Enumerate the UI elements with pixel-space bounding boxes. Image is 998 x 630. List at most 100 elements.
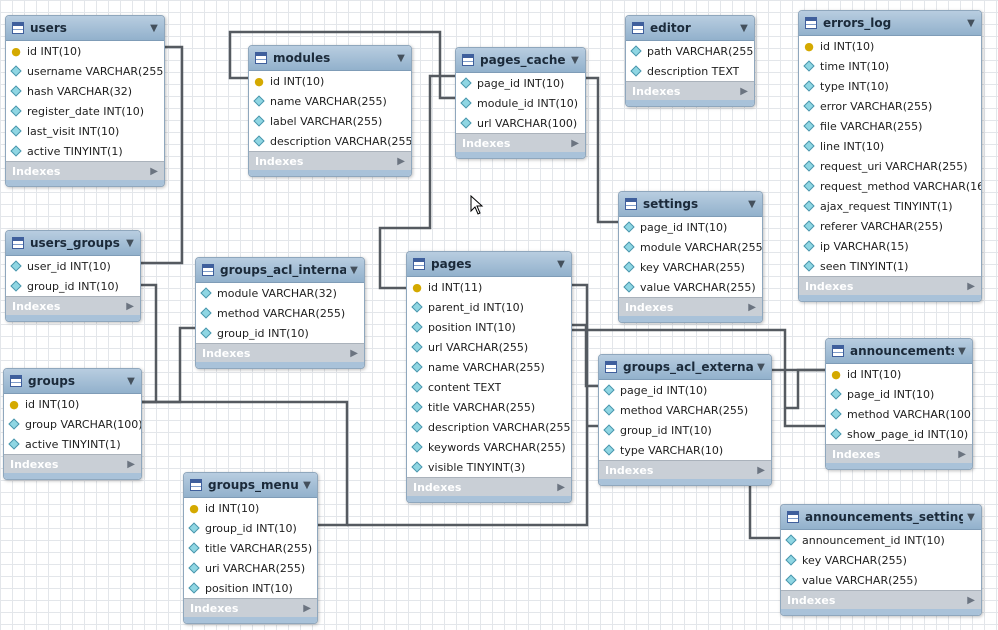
column-row[interactable]: key VARCHAR(255) — [781, 550, 981, 570]
column-row[interactable]: line INT(10) — [799, 136, 981, 156]
indexes-section[interactable]: Indexes▶ — [6, 161, 164, 180]
column-row[interactable]: key VARCHAR(255) — [619, 257, 762, 277]
column-row[interactable]: path VARCHAR(255) — [626, 41, 754, 61]
expand-arrow-icon[interactable]: ▶ — [967, 594, 975, 606]
column-row[interactable]: ●id INT(10) — [249, 71, 411, 91]
expand-arrow-icon[interactable]: ▶ — [958, 448, 966, 460]
collapse-toggle-icon[interactable]: ▼ — [557, 258, 565, 270]
column-row[interactable]: page_id INT(10) — [826, 384, 972, 404]
collapse-toggle-icon[interactable]: ▼ — [967, 511, 975, 523]
column-row[interactable]: page_id INT(10) — [599, 380, 771, 400]
column-row[interactable]: request_method VARCHAR(16) — [799, 176, 981, 196]
table-errors-log[interactable]: errors_log▼●id INT(10)time INT(10)type I… — [798, 10, 982, 302]
column-row[interactable]: description VARCHAR(255) — [407, 417, 571, 437]
column-row[interactable]: visible TINYINT(3) — [407, 457, 571, 477]
column-row[interactable]: group_id INT(10) — [599, 420, 771, 440]
column-row[interactable]: method VARCHAR(255) — [599, 400, 771, 420]
indexes-section[interactable]: Indexes▶ — [826, 444, 972, 463]
table-users-groups[interactable]: users_groups▼user_id INT(10)group_id INT… — [5, 230, 141, 322]
table-header[interactable]: modules▼ — [249, 46, 411, 71]
column-row[interactable]: parent_id INT(10) — [407, 297, 571, 317]
table-header[interactable]: editor▼ — [626, 16, 754, 41]
collapse-toggle-icon[interactable]: ▼ — [958, 345, 966, 357]
column-row[interactable]: active TINYINT(1) — [6, 141, 164, 161]
table-header[interactable]: settings▼ — [619, 192, 762, 217]
column-row[interactable]: module VARCHAR(32) — [196, 283, 364, 303]
table-header[interactable]: groups_menu▼ — [184, 473, 317, 498]
indexes-section[interactable]: Indexes▶ — [196, 343, 364, 362]
indexes-section[interactable]: Indexes▶ — [456, 133, 585, 152]
column-row[interactable]: keywords VARCHAR(255) — [407, 437, 571, 457]
table-header[interactable]: announcements_settings▼ — [781, 505, 981, 530]
table-users[interactable]: users▼●id INT(10)username VARCHAR(255)ha… — [5, 15, 165, 187]
column-row[interactable]: referer VARCHAR(255) — [799, 216, 981, 236]
collapse-toggle-icon[interactable]: ▼ — [967, 17, 975, 29]
column-row[interactable]: uri VARCHAR(255) — [184, 558, 317, 578]
collapse-toggle-icon[interactable]: ▼ — [127, 375, 135, 387]
column-row[interactable]: seen TINYINT(1) — [799, 256, 981, 276]
table-settings[interactable]: settings▼page_id INT(10)module VARCHAR(2… — [618, 191, 763, 323]
collapse-toggle-icon[interactable]: ▼ — [350, 264, 358, 276]
column-row[interactable]: ●id INT(10) — [6, 41, 164, 61]
column-row[interactable]: method VARCHAR(100) — [826, 404, 972, 424]
expand-arrow-icon[interactable]: ▶ — [740, 85, 748, 97]
column-row[interactable]: user_id INT(10) — [6, 256, 140, 276]
column-row[interactable]: group_id INT(10) — [196, 323, 364, 343]
table-header[interactable]: groups_acl_internal▼ — [196, 258, 364, 283]
column-row[interactable]: method VARCHAR(255) — [196, 303, 364, 323]
expand-arrow-icon[interactable]: ▶ — [757, 464, 765, 476]
column-row[interactable]: content TEXT — [407, 377, 571, 397]
table-header[interactable]: errors_log▼ — [799, 11, 981, 36]
table-groups-menu[interactable]: groups_menu▼●id INT(10)group_id INT(10)t… — [183, 472, 318, 624]
table-header[interactable]: groups_acl_external▼ — [599, 355, 771, 380]
expand-arrow-icon[interactable]: ▶ — [397, 155, 405, 167]
indexes-section[interactable]: Indexes▶ — [4, 454, 141, 473]
column-row[interactable]: description VARCHAR(255) — [249, 131, 411, 151]
indexes-section[interactable]: Indexes▶ — [626, 81, 754, 100]
column-row[interactable]: file VARCHAR(255) — [799, 116, 981, 136]
column-row[interactable]: description TEXT — [626, 61, 754, 81]
table-header[interactable]: users_groups▼ — [6, 231, 140, 256]
indexes-section[interactable]: Indexes▶ — [407, 477, 571, 496]
table-groups-acl-internal[interactable]: groups_acl_internal▼module VARCHAR(32)me… — [195, 257, 365, 369]
collapse-toggle-icon[interactable]: ▼ — [571, 54, 579, 66]
column-row[interactable]: time INT(10) — [799, 56, 981, 76]
collapse-toggle-icon[interactable]: ▼ — [757, 361, 765, 373]
column-row[interactable]: value VARCHAR(255) — [781, 570, 981, 590]
column-row[interactable]: value VARCHAR(255) — [619, 277, 762, 297]
collapse-toggle-icon[interactable]: ▼ — [397, 52, 405, 64]
column-row[interactable]: active TINYINT(1) — [4, 434, 141, 454]
column-row[interactable]: position INT(10) — [407, 317, 571, 337]
indexes-section[interactable]: Indexes▶ — [249, 151, 411, 170]
collapse-toggle-icon[interactable]: ▼ — [150, 22, 158, 34]
table-groups[interactable]: groups▼●id INT(10)group VARCHAR(100)acti… — [3, 368, 142, 480]
column-row[interactable]: title VARCHAR(255) — [184, 538, 317, 558]
column-row[interactable]: ●id INT(10) — [826, 364, 972, 384]
table-header[interactable]: pages_cache▼ — [456, 48, 585, 73]
table-modules[interactable]: modules▼●id INT(10)name VARCHAR(255)labe… — [248, 45, 412, 177]
expand-arrow-icon[interactable]: ▶ — [748, 301, 756, 313]
collapse-toggle-icon[interactable]: ▼ — [748, 198, 756, 210]
column-row[interactable]: module_id INT(10) — [456, 93, 585, 113]
table-pages[interactable]: pages▼●id INT(11)parent_id INT(10)positi… — [406, 251, 572, 503]
table-header[interactable]: users▼ — [6, 16, 164, 41]
indexes-section[interactable]: Indexes▶ — [599, 460, 771, 479]
column-row[interactable]: register_date INT(10) — [6, 101, 164, 121]
expand-arrow-icon[interactable]: ▶ — [350, 347, 358, 359]
indexes-section[interactable]: Indexes▶ — [799, 276, 981, 295]
column-row[interactable]: last_visit INT(10) — [6, 121, 164, 141]
column-row[interactable]: name VARCHAR(255) — [249, 91, 411, 111]
column-row[interactable]: type INT(10) — [799, 76, 981, 96]
column-row[interactable]: ●id INT(10) — [799, 36, 981, 56]
column-row[interactable]: show_page_id INT(10) — [826, 424, 972, 444]
indexes-section[interactable]: Indexes▶ — [619, 297, 762, 316]
column-row[interactable]: hash VARCHAR(32) — [6, 81, 164, 101]
column-row[interactable]: ●id INT(10) — [184, 498, 317, 518]
column-row[interactable]: username VARCHAR(255) — [6, 61, 164, 81]
column-row[interactable]: ip VARCHAR(15) — [799, 236, 981, 256]
collapse-toggle-icon[interactable]: ▼ — [126, 237, 134, 249]
column-row[interactable]: ●id INT(10) — [4, 394, 141, 414]
column-row[interactable]: position INT(10) — [184, 578, 317, 598]
table-groups-acl-external[interactable]: groups_acl_external▼page_id INT(10)metho… — [598, 354, 772, 486]
column-row[interactable]: group VARCHAR(100) — [4, 414, 141, 434]
